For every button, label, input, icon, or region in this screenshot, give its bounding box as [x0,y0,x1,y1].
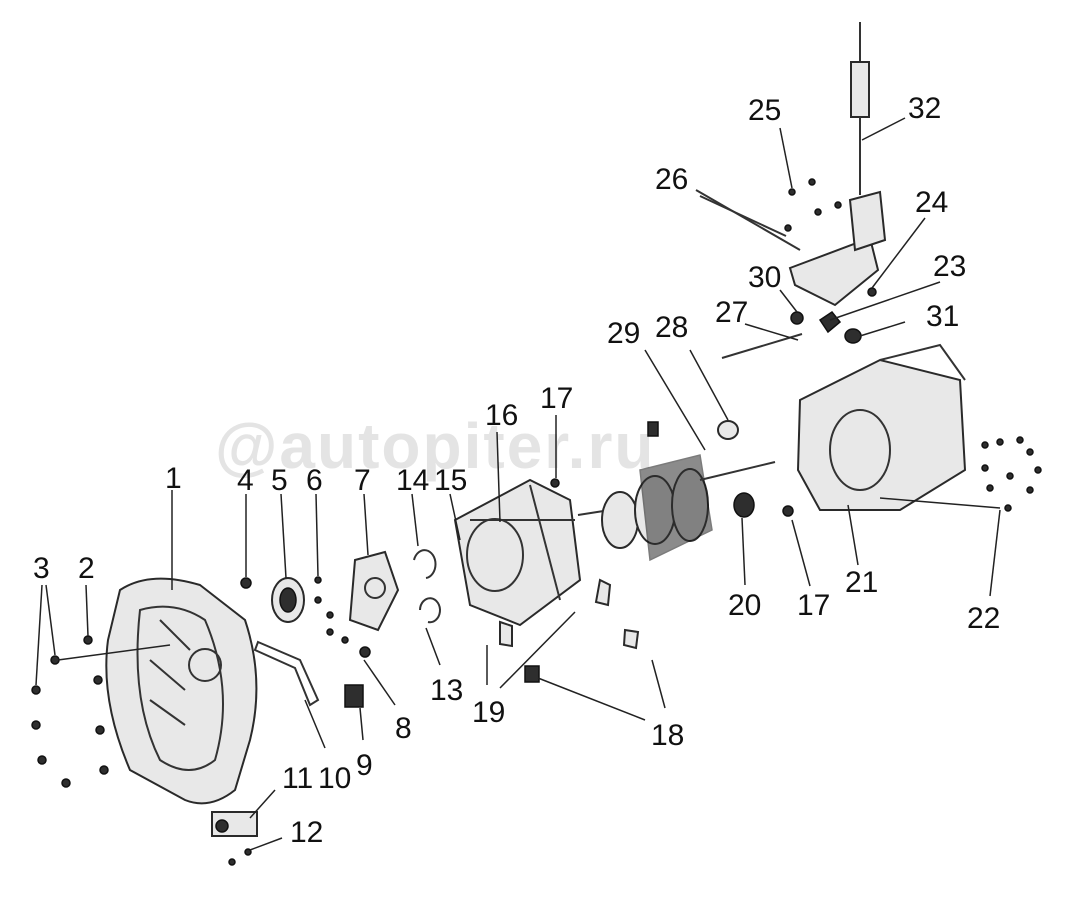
nut-8 [359,646,371,658]
plug-29 [647,421,659,437]
shift-lever-32 [850,22,870,195]
plug-31 [844,328,862,344]
callout-15: 15 [434,464,467,497]
front-case-16 [453,478,582,627]
sensor-18a [622,628,640,650]
callout-25: 25 [748,94,781,127]
shift-rod-27 [721,333,803,359]
callout-20: 20 [728,589,761,622]
callout-2: 2 [78,552,95,585]
snap-ring-14 [413,549,437,579]
watermark: @autopiter.ru [215,410,655,482]
callout-9: 9 [356,749,373,782]
bushing-30 [790,311,804,325]
block-9 [344,684,364,708]
release-fork-10 [253,640,320,707]
leader-lines [35,117,1001,851]
sensor-18b [524,665,540,683]
callout-17a: 17 [540,382,573,415]
callout-19: 19 [472,696,505,729]
pin-24 [867,287,877,297]
snap-ring-13 [419,597,441,624]
callout-26: 26 [655,163,688,196]
bolts-25 [784,178,842,232]
bearing-20 [733,492,755,518]
callout-23: 23 [933,250,966,283]
screw-12a [228,858,236,866]
callout-13: 13 [430,674,463,707]
slave-cylinder-11 [211,811,258,837]
bolts-left [31,635,171,788]
plug-19b [499,620,513,648]
callout-21: 21 [845,566,878,599]
callout-17b: 17 [797,589,830,622]
bearing-retainer-7 [348,550,400,632]
callout-30: 30 [748,261,781,294]
callout-labels: 1 2 3 4 5 6 7 8 9 10 11 12 13 14 15 16 1… [33,92,1000,849]
callout-4: 4 [237,464,254,497]
callout-32: 32 [908,92,941,125]
callout-31: 31 [926,300,959,333]
callout-29: 29 [607,317,640,350]
callout-14: 14 [396,464,429,497]
screw-12b [244,848,252,856]
callout-22: 22 [967,602,1000,635]
plug-19a [594,578,612,607]
gear-train [577,454,776,562]
plug-17b [782,505,794,517]
callout-8: 8 [395,712,412,745]
oil-seal-5 [271,577,305,623]
callout-12: 12 [290,816,323,849]
callout-18: 18 [651,719,684,752]
bolts-22 [981,436,1042,512]
callout-10: 10 [318,762,351,795]
callout-7: 7 [354,464,371,497]
callout-24: 24 [915,186,948,219]
callout-11: 11 [282,762,313,795]
callout-6: 6 [306,464,323,497]
callout-3: 3 [33,552,50,585]
callout-28: 28 [655,311,688,344]
rear-housing-21 [796,343,967,511]
callout-1: 1 [165,462,182,495]
shift-tower [695,189,887,307]
bushing-28 [717,420,739,440]
plug-4 [240,577,252,589]
plug-17a [550,478,560,488]
callout-16: 16 [485,399,518,432]
lever-23 [818,310,842,334]
callout-27: 27 [715,296,748,329]
callout-5: 5 [271,464,288,497]
bell-housing [105,577,258,805]
bolts-6 [314,576,349,644]
